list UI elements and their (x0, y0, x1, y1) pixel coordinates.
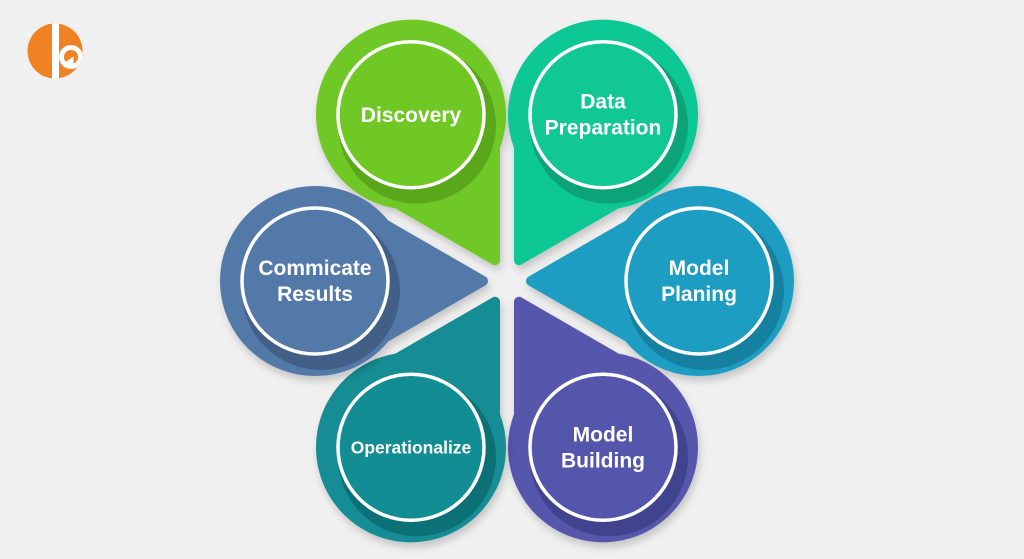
petal-discovery: Discovery (316, 19, 506, 266)
label-ring-discovery (336, 39, 486, 190)
logo-b-notch (65, 56, 74, 67)
label-ring-commicate-results (240, 206, 390, 356)
petal-label-data-preparation: Preparation (545, 117, 662, 140)
logo-b-bowl (59, 45, 83, 69)
label-ring-model-planing (624, 206, 774, 356)
petal-label-data-preparation: Data (580, 91, 626, 114)
label-ring-operationalize (336, 372, 486, 523)
label-ring-data-preparation (528, 39, 678, 190)
petal-label-model-planing: Model (669, 257, 730, 280)
petal-label-commicate-results: Commicate (258, 257, 371, 280)
petal-label-model-building: Building (561, 449, 645, 472)
petal-label-model-planing: Planing (661, 283, 737, 306)
logo-b-stem (52, 23, 59, 79)
petal-label-model-building: Model (573, 423, 634, 446)
petal-label-commicate-results: Results (277, 283, 353, 306)
petal-label-operationalize: Operationalize (351, 437, 472, 457)
brand-logo (27, 23, 83, 79)
petal-operationalize: Operationalize (316, 296, 506, 543)
petal-label-discovery: Discovery (361, 104, 462, 127)
label-ring-model-building (528, 372, 678, 523)
